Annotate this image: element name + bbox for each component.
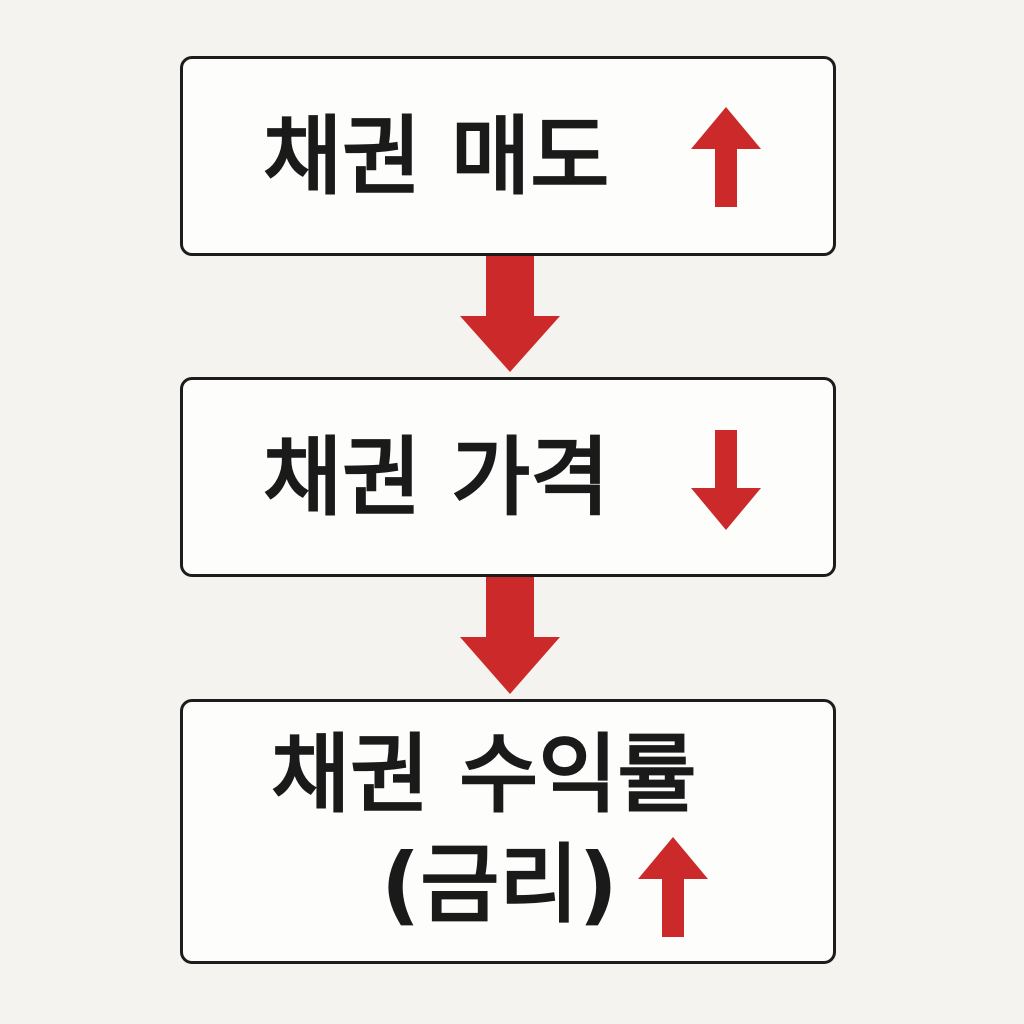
step-label-bond-yield: 채권 수익률 [271,725,697,825]
step-box-bond-price: 채권 가격 [180,377,836,577]
flow-arrow-down-icon [460,256,560,372]
flow-arrow-down-icon [460,577,560,694]
arrow-down-icon [691,430,761,530]
step-label-bond-selling: 채권 매도 [263,107,610,207]
arrow-up-icon [691,107,761,207]
step-label-bond-price: 채권 가격 [263,428,610,528]
step-label-interest-rate: (금리) [381,835,618,935]
arrow-up-icon [638,837,708,937]
step-box-bond-selling: 채권 매도 [180,56,836,256]
step-box-bond-yield: 채권 수익률 (금리) [180,699,836,964]
